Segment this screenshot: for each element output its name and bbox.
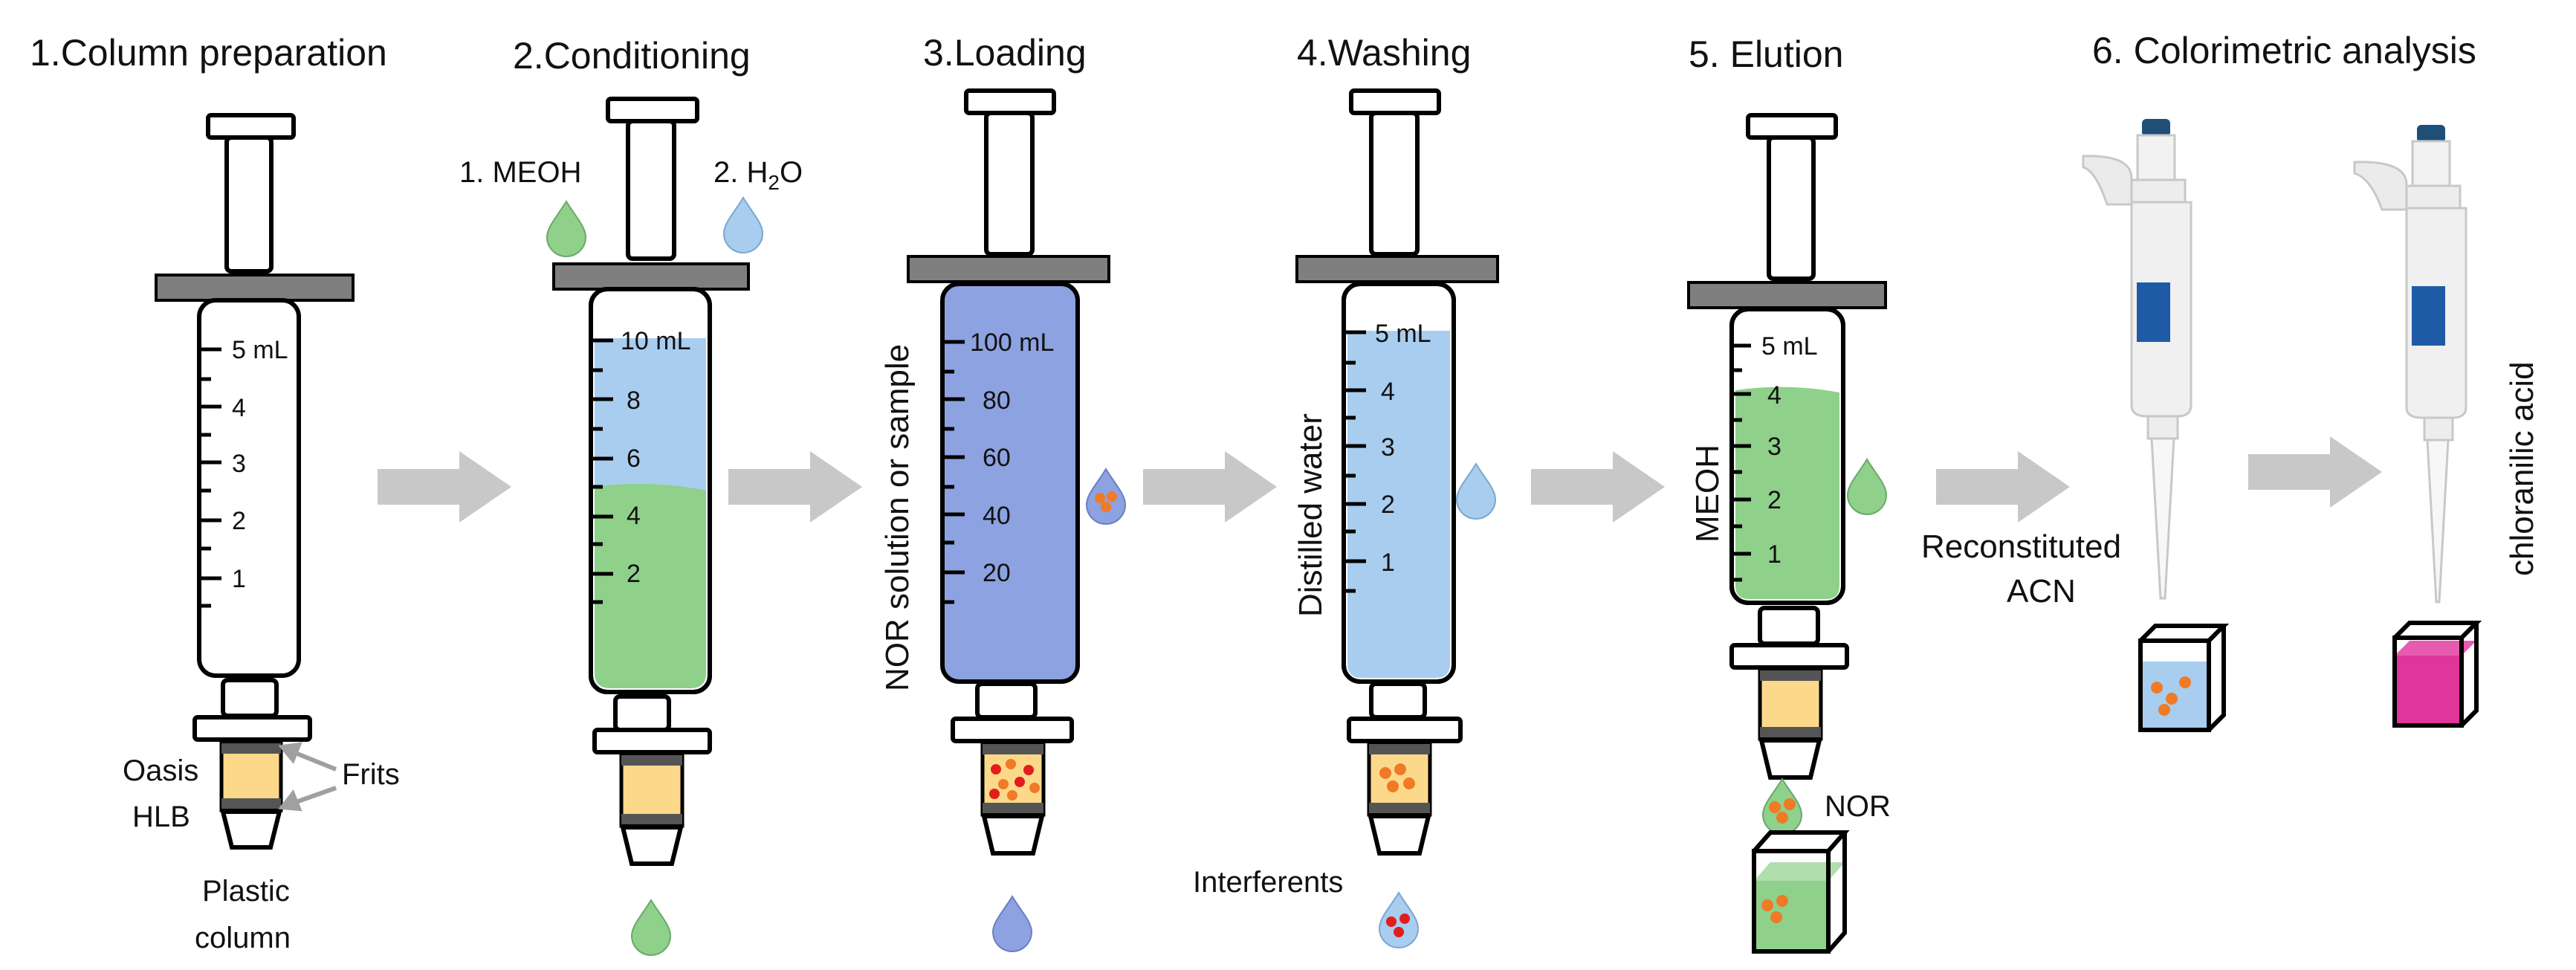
scale-4-label-4: 4 bbox=[1381, 378, 1395, 406]
scale-3-label-40: 40 bbox=[983, 502, 1011, 530]
nor-solution-label: NOR solution or sample bbox=[879, 344, 916, 691]
scale-1-label-3: 3 bbox=[232, 450, 246, 478]
scale-1-label-2: 2 bbox=[232, 507, 246, 535]
flange bbox=[552, 262, 750, 291]
reconstituted-label: Reconstituted bbox=[1921, 528, 2121, 565]
loaded-particles bbox=[989, 759, 1040, 801]
scale-2-ticks bbox=[591, 338, 613, 604]
scale-5-ticks bbox=[1732, 343, 1751, 582]
nor-label: NOR bbox=[1825, 790, 1891, 823]
elution-drop-icon bbox=[1847, 459, 1887, 515]
scale-3-label-100: 100 mL bbox=[970, 329, 1054, 357]
scale-5-label-2: 2 bbox=[1767, 486, 1781, 514]
scale-2-label-4: 4 bbox=[627, 502, 641, 530]
meoh-elution-label: MEOH bbox=[1689, 444, 1726, 543]
step2-title: 2.Conditioning bbox=[513, 35, 751, 77]
scale-3-ticks bbox=[942, 340, 965, 604]
arrow-4-5 bbox=[1531, 451, 1665, 523]
arrow-6-6 bbox=[2248, 436, 2382, 508]
scale-1-label-1: 1 bbox=[232, 565, 246, 593]
syringe-1 bbox=[155, 113, 355, 850]
pipette-1 bbox=[2082, 119, 2192, 600]
interferents-label: Interferents bbox=[1193, 866, 1343, 899]
step1-title: 1.Column preparation bbox=[30, 32, 387, 74]
methanol-drop-icon bbox=[546, 201, 586, 257]
methanol-layer bbox=[595, 484, 706, 688]
scale-2-label-2: 2 bbox=[627, 560, 641, 588]
scale-4-label-2: 2 bbox=[1381, 491, 1395, 519]
arrow-3-4 bbox=[1143, 451, 1277, 523]
scale-2-label-6: 6 bbox=[627, 444, 641, 473]
interferents-drop-icon bbox=[1379, 892, 1419, 948]
scale-5-label-5: 5 mL bbox=[1761, 332, 1818, 360]
scale-3-label-60: 60 bbox=[983, 444, 1011, 472]
flange bbox=[155, 274, 355, 302]
loading-waste-drop-icon bbox=[992, 896, 1032, 952]
step6-title: 6. Colorimetric analysis bbox=[2092, 30, 2476, 71]
wash-drop-icon bbox=[1456, 463, 1496, 520]
flange bbox=[1295, 255, 1499, 283]
scale-2-label-8: 8 bbox=[627, 387, 641, 415]
scale-4-label-1: 1 bbox=[1381, 549, 1395, 577]
scale-3-label-80: 80 bbox=[983, 387, 1011, 415]
syringe-3 bbox=[907, 88, 1110, 283]
frit-bottom bbox=[221, 798, 281, 809]
flange bbox=[1687, 281, 1887, 309]
cuvette-pink bbox=[2392, 621, 2482, 728]
scale-2-label-10: 10 mL bbox=[621, 327, 691, 355]
waste-drop-icon bbox=[631, 899, 671, 956]
eluate-particles bbox=[1769, 798, 1796, 824]
oasis-label: Oasis bbox=[123, 754, 198, 787]
pipette-2 bbox=[2353, 125, 2467, 604]
interferent-particles bbox=[1386, 914, 1410, 937]
frits-pointers bbox=[278, 742, 337, 812]
h2o-label: 2. H2O bbox=[713, 156, 803, 194]
scale-1-label-4: 4 bbox=[232, 394, 246, 422]
arrow-1-2 bbox=[378, 451, 511, 523]
cuvette-acn bbox=[2138, 624, 2230, 732]
scale-3-label-20: 20 bbox=[983, 559, 1011, 587]
water-fill bbox=[1347, 331, 1450, 678]
chloranilic-acid-label: chloranilic acid bbox=[2504, 361, 2540, 576]
flange bbox=[907, 255, 1110, 283]
distilled-water-label: Distilled water bbox=[1292, 413, 1329, 617]
arrow-2-3 bbox=[728, 451, 862, 523]
barrel bbox=[197, 298, 301, 678]
scale-5-label-3: 3 bbox=[1767, 433, 1781, 461]
retained-particles bbox=[1379, 763, 1415, 792]
scale-5-label-4: 4 bbox=[1767, 381, 1781, 410]
frits-label: Frits bbox=[342, 758, 400, 791]
collection-cuvette bbox=[1752, 830, 1850, 954]
scale-4-ticks bbox=[1344, 330, 1366, 593]
meoh-step2-label: 1. MEOH bbox=[459, 156, 581, 189]
scale-1-ticks bbox=[199, 347, 221, 608]
sample-drop-icon bbox=[1086, 468, 1126, 525]
hlb-label: HLB bbox=[132, 801, 190, 833]
sample-drop-particles bbox=[1095, 491, 1117, 512]
scale-4-label-5: 5 mL bbox=[1375, 320, 1431, 348]
eluent-fill bbox=[1735, 387, 1839, 599]
acn-label: ACN bbox=[2007, 573, 2076, 610]
water-drop-icon bbox=[723, 197, 763, 253]
scale-1-label-5: 5 mL bbox=[232, 336, 288, 364]
plastic-label: Plastic bbox=[202, 875, 290, 908]
arrow-5-6 bbox=[1936, 451, 2070, 523]
step3-title: 3.Loading bbox=[923, 32, 1087, 74]
step5-title: 5. Elution bbox=[1689, 33, 1843, 75]
step4-title: 4.Washing bbox=[1297, 32, 1471, 74]
scale-5-label-1: 1 bbox=[1767, 540, 1781, 569]
scale-4-label-3: 3 bbox=[1381, 433, 1395, 462]
frit-top bbox=[221, 743, 281, 754]
column-label: column bbox=[195, 922, 291, 954]
eluate-drop-icon bbox=[1762, 778, 1802, 835]
